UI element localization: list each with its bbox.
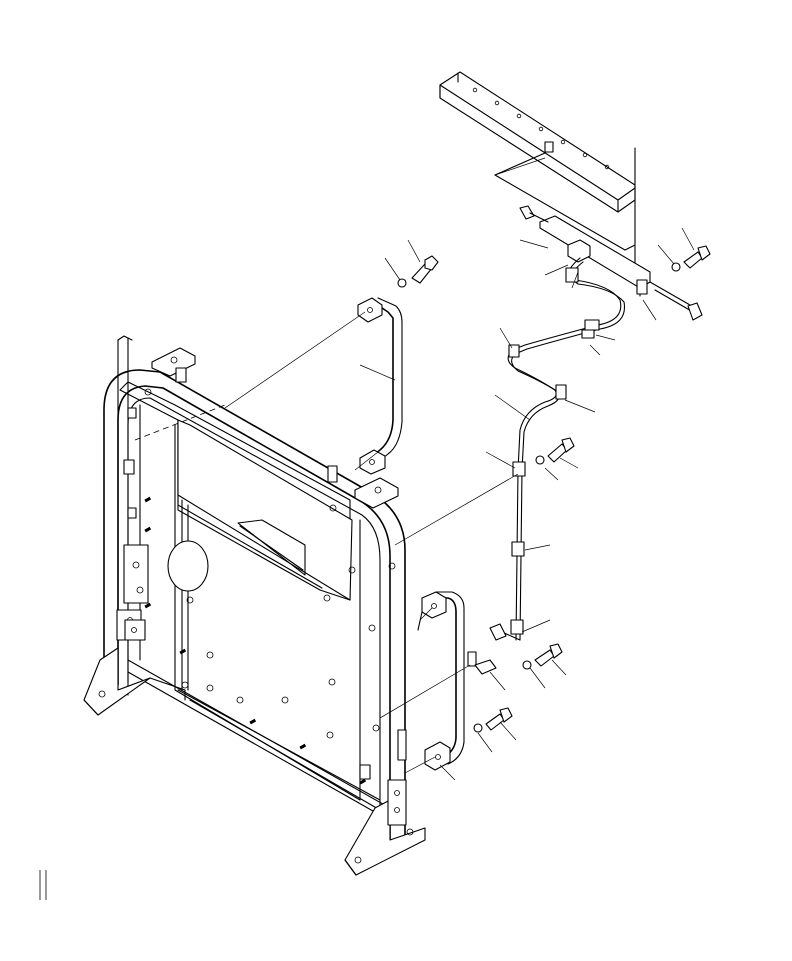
round-opening — [167, 540, 209, 592]
bolt — [485, 713, 505, 731]
washer — [535, 455, 545, 465]
wiring-harness — [489, 257, 626, 641]
bolt — [534, 649, 555, 667]
margin-mark — [39, 870, 47, 900]
washer — [522, 660, 532, 670]
leader-lines — [224, 157, 695, 781]
washer — [473, 723, 483, 733]
bolt-washer-set-1 — [397, 255, 439, 288]
handrail-upper — [357, 297, 403, 475]
bolt-washer-set-2 — [671, 245, 711, 272]
handrail-lower — [417, 591, 497, 771]
radiator-guard-frame — [83, 335, 426, 876]
bolt-washer-set-4 — [522, 643, 563, 670]
harness-clamp-bracket — [519, 205, 703, 321]
bolt-washer-set-3 — [535, 437, 575, 465]
side-bracket-left — [123, 544, 149, 604]
washer — [397, 278, 407, 288]
bolt-washer-set-5 — [473, 707, 513, 733]
mounting-bracket-top — [439, 71, 636, 286]
bolt — [683, 251, 703, 269]
washer — [671, 262, 681, 272]
